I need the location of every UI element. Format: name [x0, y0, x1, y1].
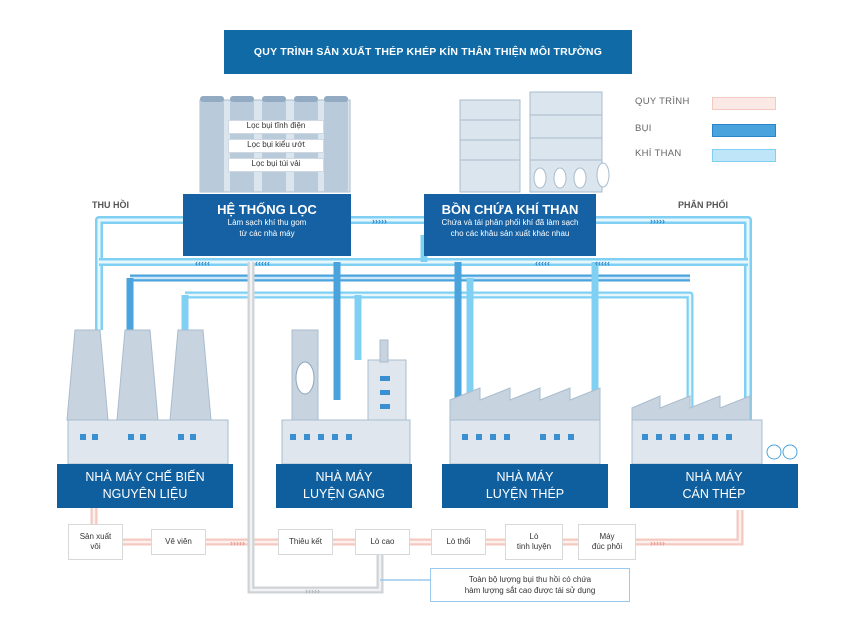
process-step-blast-furnace-label: Lò cao	[370, 537, 395, 546]
dust-reuse-note-line2: hàm lượng sắt cao được tái sử dụng	[464, 586, 596, 595]
svg-text:‹‹‹‹‹: ‹‹‹‹‹	[195, 258, 210, 268]
process-step-casting: Máy đúc phôi	[578, 524, 636, 560]
process-step-blast-furnace: Lò cao	[355, 529, 410, 555]
filter-system-subtitle-2: từ các nhà máy	[239, 229, 295, 238]
filter-system-box: HỆ THỐNG LỌC Làm sạch khí thu gom từ các…	[183, 194, 351, 256]
svg-text:‹‹‹‹‹: ‹‹‹‹‹	[535, 258, 550, 268]
dust-chevrons: ›››››	[305, 586, 320, 596]
process-step-sintering: Thiêu kết	[278, 529, 333, 555]
svg-text:‹‹‹‹‹: ‹‹‹‹‹	[595, 258, 610, 268]
dust-reuse-note-line1: Toàn bộ lượng bụi thu hồi có chứa	[468, 575, 592, 584]
process-step-casting-line1: Máy	[599, 532, 615, 541]
svg-text:›››››: ›››››	[372, 216, 387, 226]
factory-label-rolling-line2: CÁN THÉP	[682, 487, 746, 501]
factory-label-rolling-line1: NHÀ MÁY	[685, 470, 743, 484]
process-step-lime-line1: Sản xuất	[79, 532, 112, 541]
legend-label-process: QUY TRÌNH	[635, 96, 690, 107]
process-step-casting-line2: đúc phôi	[591, 542, 623, 551]
legend-label-dust: BỤI	[635, 123, 652, 134]
process-step-refining-line1: Lò	[529, 532, 539, 541]
factory-label-steel-line2: LUYỆN THÉP	[485, 487, 565, 501]
rolling-plant-illustration	[631, 395, 798, 465]
gas-pipes	[95, 216, 752, 420]
factory-label-iron-line2: LUYỆN GANG	[303, 487, 385, 501]
steel-plant-illustration	[449, 387, 601, 465]
filter-system-title: HỆ THỐNG LỌC	[217, 202, 317, 217]
flow-chevrons: ››››› ››››› ‹‹‹‹‹ ‹‹‹‹‹ ‹‹‹‹‹ ‹‹‹‹‹	[195, 216, 665, 268]
legend-swatch-dust	[712, 124, 776, 137]
legend-swatch-process	[712, 97, 776, 110]
iron-plant-illustration	[281, 329, 411, 465]
process-step-sintering-label: Thiêu kết	[289, 537, 322, 546]
svg-text:‹‹‹‹‹: ‹‹‹‹‹	[255, 258, 270, 268]
gas-tank-title: BỒN CHỨA KHÍ THAN	[441, 202, 579, 217]
filter-label-wet: Lọc bụi kiểu ướt	[228, 139, 324, 153]
factory-label-raw-material-line1: NHÀ MÁY CHẾ BIẾN	[85, 470, 205, 484]
process-step-refining-line2: tinh luyện	[516, 542, 552, 551]
factory-label-steel: NHÀ MÁY LUYỆN THÉP	[442, 464, 608, 508]
process-line	[90, 500, 744, 546]
factory-label-iron: NHÀ MÁY LUYỆN GANG	[276, 464, 412, 508]
filter-label-bag: Lọc bụi túi vải	[228, 158, 324, 172]
process-step-pelletizing-label: Vê viên	[165, 537, 192, 546]
filter-towers-illustration	[199, 96, 351, 193]
legend-swatch-coal-gas	[712, 149, 776, 162]
process-chevrons: ››››› ›››››	[230, 538, 665, 548]
process-step-lime: Sản xuất vôi	[68, 524, 123, 560]
label-recovery: THU HỒI	[92, 200, 129, 210]
factory-label-raw-material-line2: NGUYÊN LIỆU	[102, 487, 188, 501]
process-step-refining: Lò tinh luyện	[505, 524, 563, 560]
gas-tank-illustration	[459, 91, 610, 193]
svg-text:›››››: ›››››	[650, 538, 665, 548]
process-step-lime-line2: vôi	[90, 542, 101, 551]
label-distribution: PHÂN PHỐI	[678, 200, 729, 210]
filter-label-electrostatic: Lọc bụi tĩnh điện	[228, 120, 324, 134]
factory-label-rolling: NHÀ MÁY CÁN THÉP	[630, 464, 798, 508]
dust-reuse-note: Toàn bộ lượng bụi thu hồi có chứa hàm lư…	[430, 568, 630, 602]
factory-label-raw-material: NHÀ MÁY CHẾ BIẾN NGUYÊN LIỆU	[57, 464, 233, 508]
svg-text:›››››: ›››››	[650, 216, 665, 226]
gas-tank-subtitle-2: cho các khâu sản xuất khác nhau	[450, 229, 570, 238]
gas-tank-subtitle-1: Chứa và tái phân phối khí đã làm sạch	[441, 218, 579, 227]
legend-label-coal-gas: KHÍ THAN	[635, 148, 682, 159]
process-step-converter-label: Lò thổi	[446, 537, 471, 546]
raw-material-plant-illustration	[66, 329, 229, 465]
filter-system-subtitle-1: Làm sạch khí thu gom	[227, 218, 307, 227]
diagram-title: QUY TRÌNH SẢN XUẤT THÉP KHÉP KÍN THÂN TH…	[224, 30, 632, 74]
process-step-pelletizing: Vê viên	[151, 529, 206, 555]
svg-text:›››››: ›››››	[230, 538, 245, 548]
gas-tank-box: BỒN CHỨA KHÍ THAN Chứa và tái phân phối …	[424, 194, 596, 256]
factory-label-iron-line1: NHÀ MÁY	[315, 470, 373, 484]
process-step-converter: Lò thổi	[431, 529, 486, 555]
factory-label-steel-line1: NHÀ MÁY	[496, 470, 554, 484]
dust-return-line	[247, 262, 430, 594]
